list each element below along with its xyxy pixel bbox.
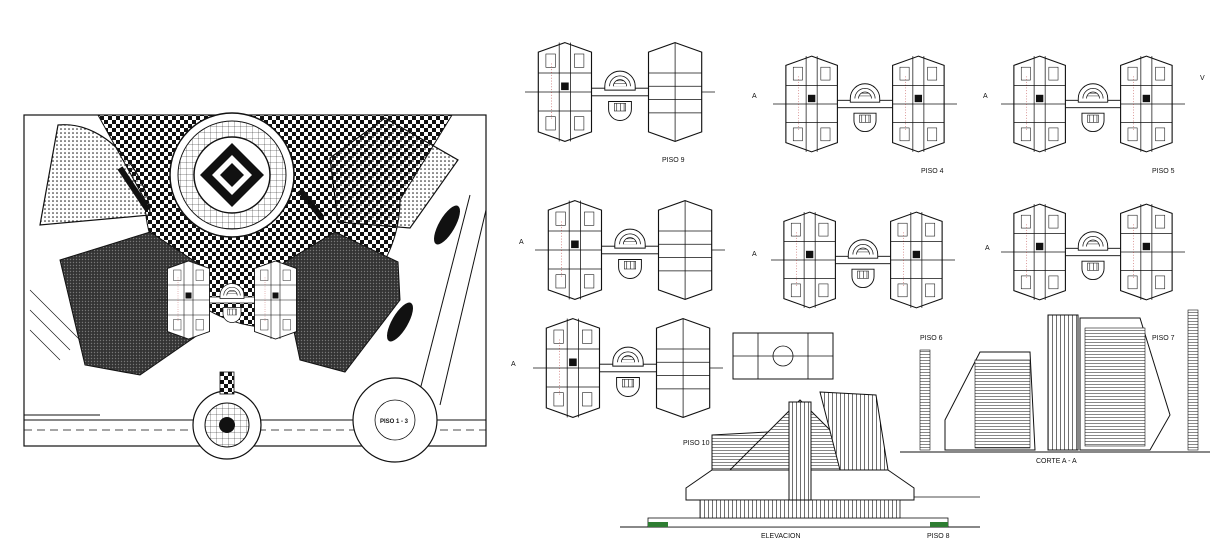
section-marker-a: A <box>752 93 757 100</box>
section-marker-a: A <box>985 245 990 252</box>
corner-mark: V <box>1200 75 1205 82</box>
section-a-a: CORTE A - A <box>900 309 1210 465</box>
site-plan-label: PISO 1 - 3 <box>380 419 409 425</box>
section-marker-a: A <box>519 239 524 246</box>
floor-label-4: PISO 4 <box>921 168 944 175</box>
floor-plan-9: PISO 9 <box>525 43 715 164</box>
floor-plan-5: PISO 5 A V <box>983 56 1205 175</box>
section-marker-a: A <box>511 361 516 368</box>
section-marker-a: A <box>752 251 757 258</box>
floor-label-6: PISO 6 <box>920 335 943 342</box>
elevation: ELEVACION PISO 8 <box>620 391 980 540</box>
floor-label-7: PISO 7 <box>1152 335 1175 342</box>
floor-plan-7: PISO 7 A <box>985 204 1185 342</box>
floor-plan-row2-left: A <box>519 201 725 300</box>
section-marker-a: A <box>983 93 988 100</box>
floor-label-10: PISO 10 <box>683 440 710 447</box>
floor-label-9: PISO 9 <box>662 157 685 164</box>
floor-plan-4: PISO 4 A <box>752 56 957 175</box>
floor-label-8: PISO 8 <box>927 533 950 540</box>
floor-plan-6: PISO 6 A <box>752 212 955 342</box>
site-plan: PISO 1 - 3 <box>23 112 487 463</box>
floor-plan-10: PISO 10 A <box>511 319 723 447</box>
section-label: CORTE A - A <box>1036 458 1077 465</box>
floor-label-5: PISO 5 <box>1152 168 1175 175</box>
elevation-label: ELEVACION <box>761 533 801 540</box>
roof-plan <box>732 332 834 380</box>
